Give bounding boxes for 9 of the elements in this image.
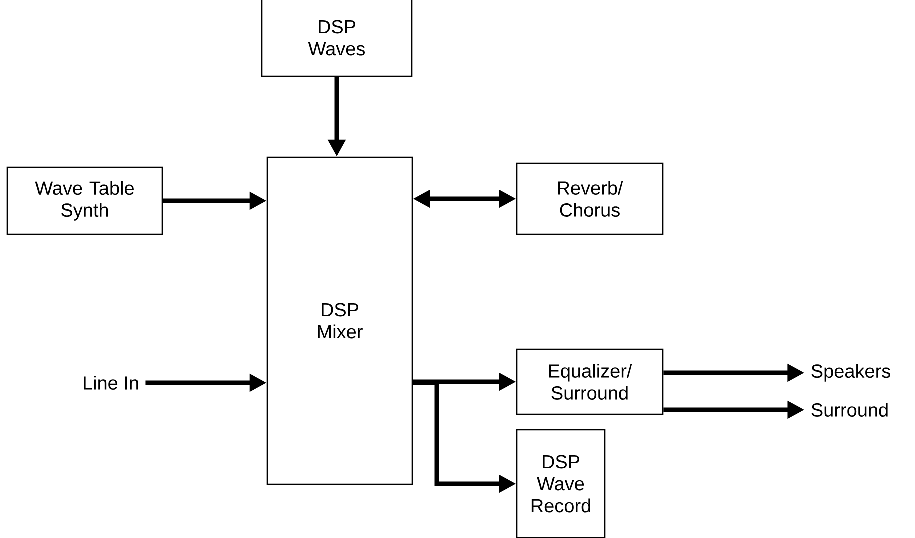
process-box: Wave Table Synth xyxy=(6,166,164,236)
process-box: Equalizer/ Surround xyxy=(516,348,664,416)
text-label: Speakers xyxy=(812,364,890,382)
process-box: DSP Mixer xyxy=(266,156,414,486)
process-box: Reverb/ Chorus xyxy=(516,162,664,236)
process-box: DSP Waves xyxy=(261,0,413,78)
text-label: Surround xyxy=(812,403,888,417)
process-box: DSP Wave Record xyxy=(516,429,606,538)
text-label: Line In xyxy=(84,376,138,390)
